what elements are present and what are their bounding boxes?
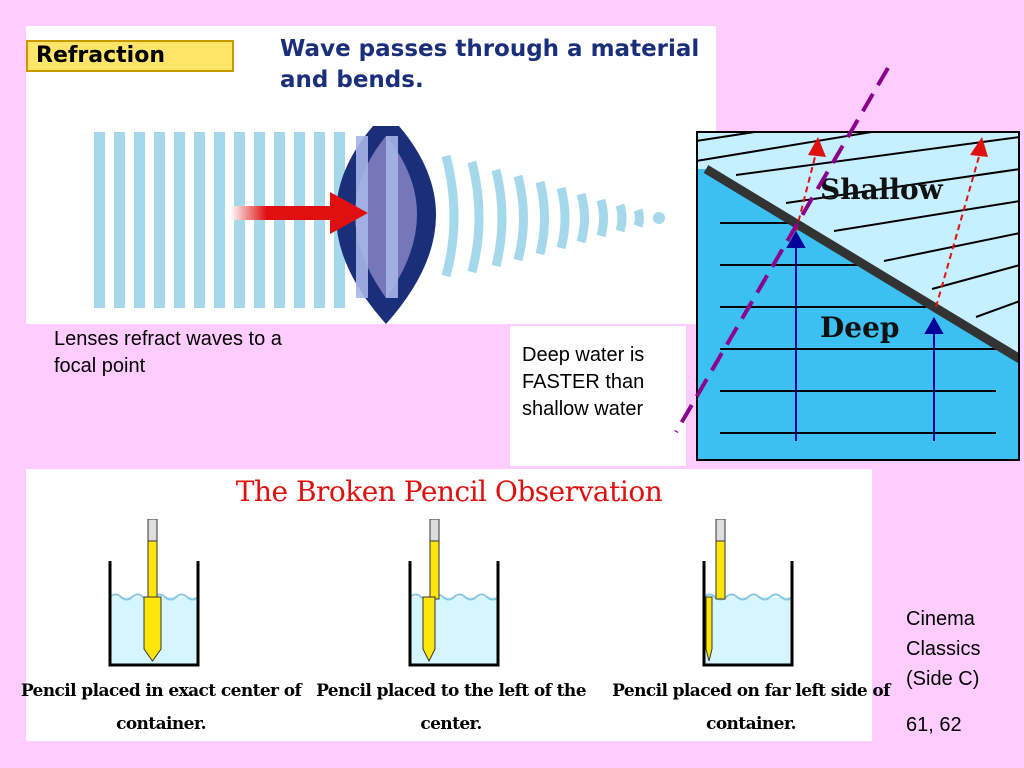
shallow-label: Shallow (820, 173, 944, 206)
beaker-left-of-center (408, 519, 500, 667)
deep-label: Deep (820, 311, 900, 344)
pencil-title: The Broken Pencil Observation (235, 475, 663, 508)
broken-pencil-panel: The Broken Pencil Observation Pencil pla… (21, 469, 890, 741)
focal-point (653, 212, 665, 224)
pencil-caption-center: Pencil placed in exact center of contain… (20, 681, 302, 734)
beaker-far-left (702, 519, 794, 667)
guide-line (674, 66, 890, 434)
water-depth-diagram: Shallow Deep (696, 131, 1020, 461)
refraction-headline: Wave passes through a material and bends… (280, 36, 700, 93)
lens-caption: Lenses refract waves to a focal point (54, 328, 282, 377)
video-reference: Cinema Classics (Side C) (906, 608, 981, 690)
lens-wave-illustration (94, 126, 665, 324)
wave-direction-arrow (230, 192, 368, 234)
depth-boundary (703, 165, 1020, 363)
pencil-caption-far-left: Pencil placed on far left side of contai… (612, 681, 890, 734)
shallow-wave-lines (696, 131, 1020, 318)
refraction-label: Refraction (26, 40, 234, 72)
converging-wave-fronts (441, 154, 644, 278)
shallow-water-region (696, 131, 1020, 359)
refracted-rays (795, 152, 981, 308)
lens-refraction-panel: Refraction Wave passes through a materia… (26, 26, 716, 324)
deep-water-note: Deep water is FASTER than shallow water (522, 344, 645, 420)
deep-water-note-panel (510, 326, 686, 466)
pencil (715, 519, 726, 600)
page-reference: 61, 62 (906, 714, 962, 736)
beaker-center (108, 519, 200, 667)
deep-wave-lines (720, 222, 996, 434)
incident-rays (786, 230, 944, 441)
pencil-caption-left: Pencil placed to the left of the center. (316, 681, 586, 734)
